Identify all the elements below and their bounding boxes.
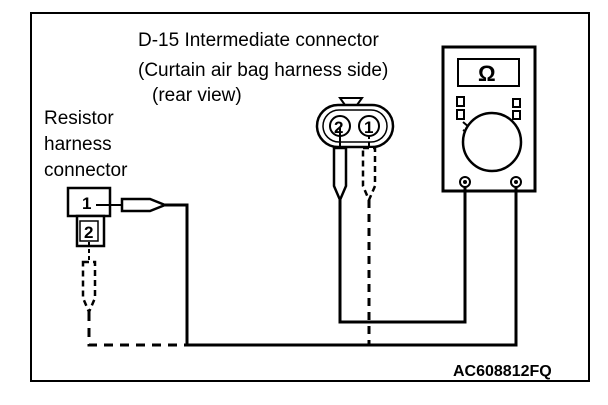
resistor-label-line2: harness <box>44 134 112 155</box>
resistor-pin-label-1: 1 <box>82 194 91 213</box>
d15-housing-inner <box>322 109 388 143</box>
terminal-left-core <box>463 180 467 184</box>
ohmmeter-display <box>457 58 520 87</box>
ohm-symbol: Ω <box>478 61 496 86</box>
rotary-dial <box>461 111 523 173</box>
range-mark <box>456 109 465 120</box>
d15-connector: 2 1 <box>315 97 395 149</box>
range-mark <box>512 110 521 120</box>
connector-subtitle: (Curtain air bag harness side) <box>138 60 388 81</box>
probe-resistor-pin1 <box>96 197 169 213</box>
figure-code: AC608812FQ <box>453 363 552 380</box>
d15-pin-label-2: 2 <box>334 118 343 137</box>
resistor-connector: 1 2 <box>66 186 112 248</box>
probe-body <box>361 146 377 204</box>
range-mark <box>512 98 521 108</box>
probe-d15-left <box>332 128 348 204</box>
wire-dashed-resistor <box>87 312 187 347</box>
d15-housing <box>315 103 395 149</box>
connector-title: D-15 Intermediate connector <box>138 30 379 51</box>
d15-pin-label-1: 1 <box>364 118 373 137</box>
connector-view-note: (rear view) <box>152 85 242 106</box>
resistor-pin-2-box <box>79 220 99 242</box>
probe-body <box>81 260 97 316</box>
resistor-label-line1: Resistor <box>44 108 114 129</box>
probe-d15-right <box>361 128 377 204</box>
resistor-pin-label-2: 2 <box>84 223 93 242</box>
probe-body <box>332 146 348 204</box>
wire-solid-d15-to-meter <box>338 187 467 324</box>
d15-latch <box>338 97 364 106</box>
ohmmeter: Ω <box>441 45 537 193</box>
range-mark <box>456 96 465 107</box>
probe-resistor-pin2 <box>81 242 97 316</box>
diagram-frame <box>30 12 590 382</box>
probe-body <box>120 197 169 213</box>
terminal-right-core <box>514 180 518 184</box>
resistor-label-line3: connector <box>44 160 128 181</box>
